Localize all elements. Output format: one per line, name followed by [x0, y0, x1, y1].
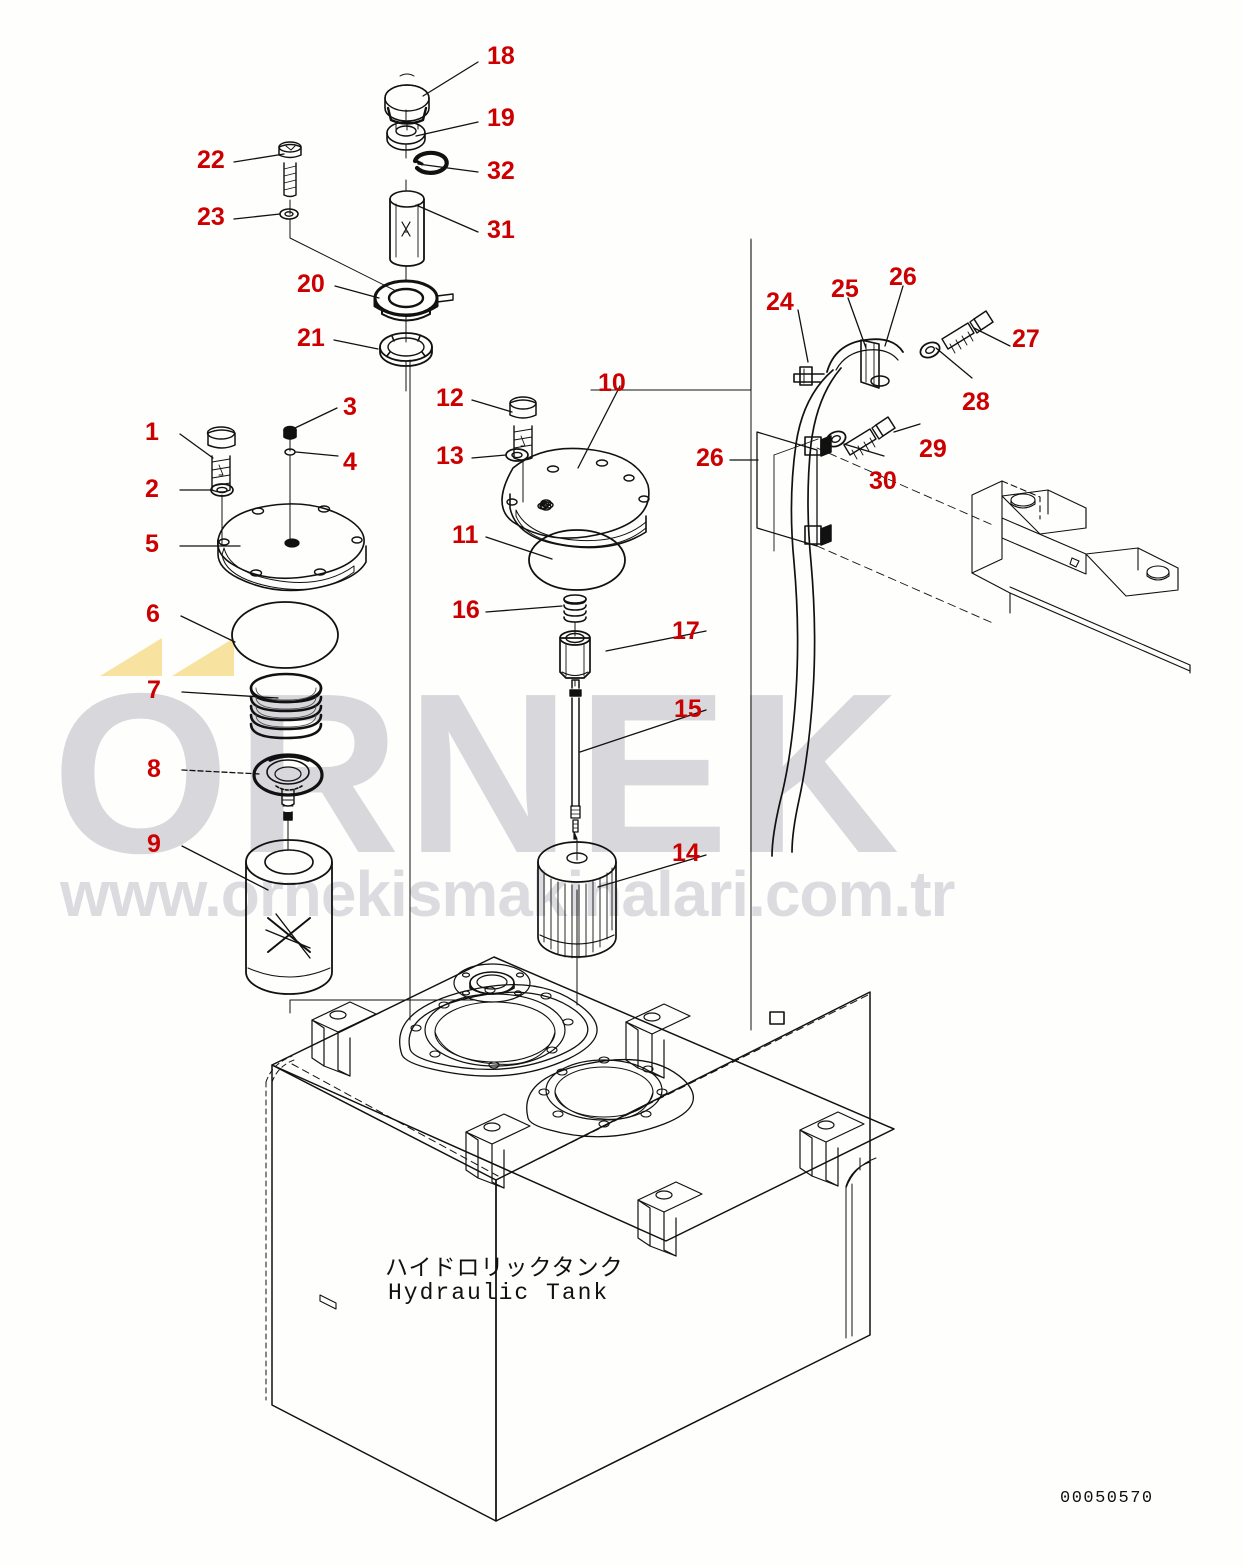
- clamp-icon-24: [799, 366, 813, 386]
- spring-icon-7: [249, 672, 323, 740]
- callout-14[interactable]: 14: [672, 839, 700, 867]
- clamp-icon-26b: [804, 524, 832, 546]
- strainer-tube-icon-31: [389, 190, 425, 267]
- tank-bracket: [465, 1113, 531, 1189]
- callout-7[interactable]: 7: [147, 676, 161, 704]
- callout-30[interactable]: 30: [869, 467, 897, 495]
- callout-8[interactable]: 8: [147, 755, 161, 783]
- callout-11[interactable]: 11: [452, 521, 479, 549]
- callout-20[interactable]: 20: [297, 270, 325, 298]
- callout-25[interactable]: 25: [831, 275, 859, 303]
- cover-plate-icon-10: [501, 447, 650, 549]
- tank-label-japanese: ハイドロリックタンク: [385, 1256, 624, 1282]
- callout-13[interactable]: 13: [436, 442, 464, 470]
- callout-17[interactable]: 17: [672, 617, 700, 645]
- callout-10[interactable]: 10: [598, 369, 626, 397]
- callout-leaders: [179, 61, 1011, 891]
- spring-icon-16: [563, 594, 587, 623]
- callout-1[interactable]: 1: [145, 418, 159, 446]
- tank-bracket: [311, 1001, 377, 1077]
- bolt-icon-22: [278, 141, 302, 198]
- o-ring-icon-6: [231, 601, 339, 669]
- callout-32[interactable]: 32: [487, 157, 515, 185]
- tank-bracket: [799, 1111, 865, 1187]
- bolt-icon-27: [941, 310, 994, 354]
- callout-6[interactable]: 6: [146, 600, 160, 628]
- bolt-icon-29: [843, 416, 896, 460]
- callout-23[interactable]: 23: [197, 203, 225, 231]
- hex-nut-icon-17: [559, 630, 591, 679]
- hydraulic-tank-icon: [265, 956, 895, 1522]
- washer-icon-30: [825, 430, 847, 448]
- tank-bracket: [625, 1003, 691, 1079]
- washer-icon-23: [279, 208, 299, 220]
- assembly-lines: [221, 109, 996, 1031]
- filler-neck-icon-20: [373, 279, 454, 322]
- drawing-number: 00050570: [1060, 1489, 1154, 1508]
- valve-seat-icon-8: [252, 753, 324, 821]
- callout-26-lower[interactable]: 26: [696, 444, 724, 472]
- chassis-rail: [971, 480, 1191, 674]
- callout-28[interactable]: 28: [962, 388, 990, 416]
- callout-9[interactable]: 9: [147, 830, 161, 858]
- hose-icon: [769, 367, 842, 1025]
- callout-3[interactable]: 3: [343, 393, 357, 421]
- callout-15[interactable]: 15: [674, 695, 702, 723]
- callout-26[interactable]: 26: [889, 263, 917, 291]
- callout-19[interactable]: 19: [487, 104, 515, 132]
- rod-icon-15: [569, 679, 582, 840]
- callout-31[interactable]: 31: [487, 216, 515, 244]
- callout-12[interactable]: 12: [436, 384, 464, 412]
- snap-ring-icon-32: [412, 150, 449, 175]
- callout-5[interactable]: 5: [145, 530, 159, 558]
- callout-27[interactable]: 27: [1012, 325, 1040, 353]
- tank-label-english: Hydraulic Tank: [388, 1280, 610, 1306]
- callout-4[interactable]: 4: [343, 448, 357, 476]
- bolt-icon-1: [206, 426, 236, 493]
- cover-plate-icon-5: [216, 503, 367, 592]
- callout-24[interactable]: 24: [766, 288, 794, 316]
- callout-18[interactable]: 18: [487, 42, 515, 70]
- callout-21[interactable]: 21: [297, 324, 325, 352]
- tank-bracket: [637, 1181, 703, 1257]
- breather-cap-icon: [384, 73, 430, 131]
- washer-icon-28: [919, 341, 941, 359]
- o-ring-icon-11: [528, 529, 626, 591]
- callout-29[interactable]: 29: [919, 435, 947, 463]
- bracket-icon-25: [793, 338, 904, 389]
- callout-2[interactable]: 2: [145, 475, 159, 503]
- callout-16[interactable]: 16: [452, 596, 480, 624]
- filter-element-icon-9: [245, 839, 333, 995]
- callout-22[interactable]: 22: [197, 146, 225, 174]
